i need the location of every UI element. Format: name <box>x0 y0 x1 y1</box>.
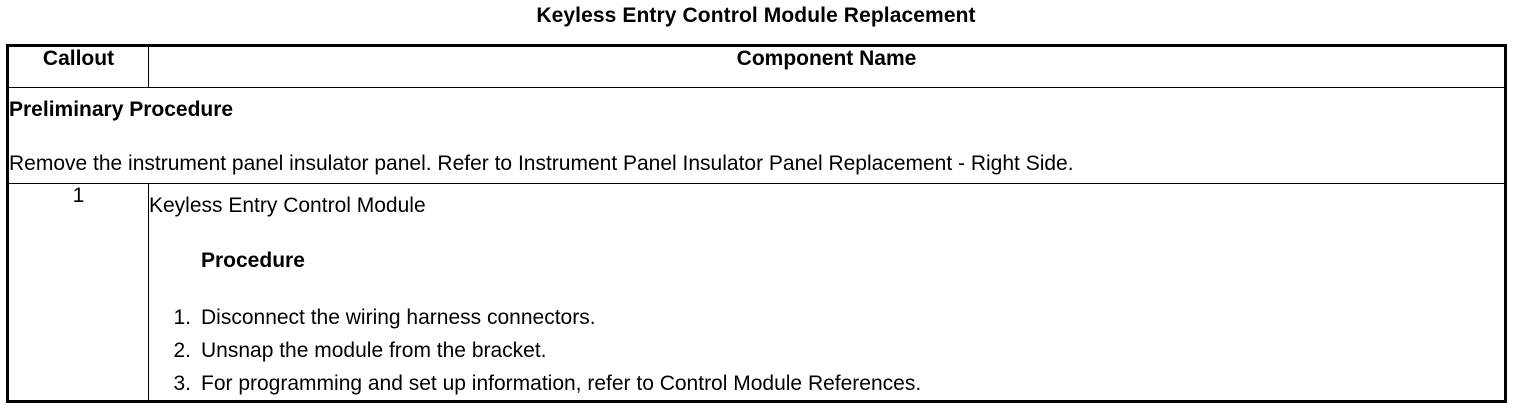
preliminary-heading: Preliminary Procedure <box>9 98 234 121</box>
header-component-name: Component Name <box>148 45 1506 88</box>
procedure-heading: Procedure <box>201 249 305 272</box>
step-number: 1. <box>173 306 191 329</box>
step-text: Disconnect the wiring harness connectors… <box>201 306 596 329</box>
preliminary-cell: Preliminary Procedure Remove the instrum… <box>7 87 1506 184</box>
callout-cell: 1 <box>7 183 149 402</box>
table-row: 1 Keyless Entry Control Module Procedure… <box>7 183 1506 402</box>
procedure-steps: 1. Disconnect the wiring harness connect… <box>149 301 1504 400</box>
step-number: 2. <box>173 339 191 362</box>
table-header-row: Callout Component Name <box>7 45 1506 88</box>
preliminary-row: Preliminary Procedure Remove the instrum… <box>7 87 1506 184</box>
step-text: Unsnap the module from the bracket. <box>201 339 547 362</box>
procedure-step: 3. For programming and set up informatio… <box>149 367 1504 400</box>
header-callout: Callout <box>7 45 149 88</box>
procedure-step: 2. Unsnap the module from the bracket. <box>149 334 1504 367</box>
step-number: 3. <box>173 372 191 395</box>
procedure-table: Callout Component Name Preliminary Proce… <box>6 44 1507 403</box>
step-text: For programming and set up information, … <box>201 372 922 395</box>
preliminary-text: Remove the instrument panel insulator pa… <box>9 152 1074 175</box>
document-title: Keyless Entry Control Module Replacement <box>536 4 976 27</box>
component-name: Keyless Entry Control Module <box>149 194 426 217</box>
component-cell: Keyless Entry Control Module Procedure 1… <box>148 183 1506 402</box>
procedure-step: 1. Disconnect the wiring harness connect… <box>149 301 1504 334</box>
